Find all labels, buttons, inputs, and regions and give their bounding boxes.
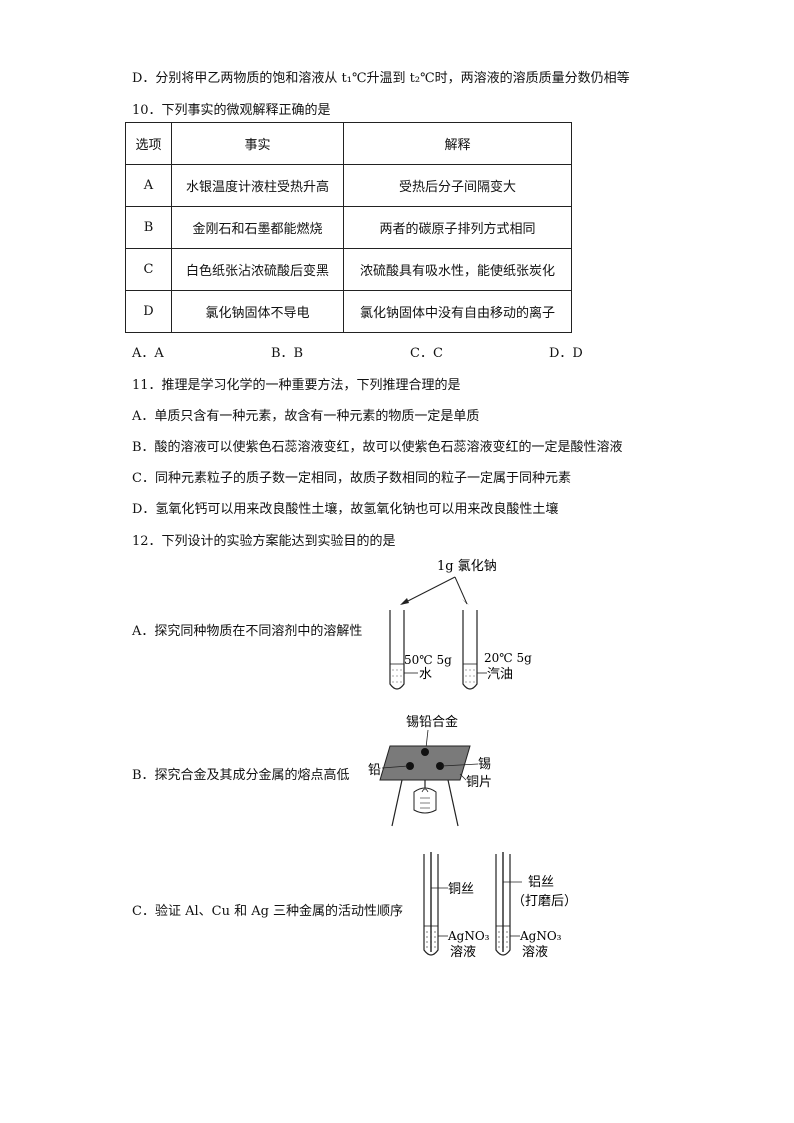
q10-answer-a: A．A	[132, 346, 164, 361]
q11-option-c: C．同种元素粒子的质子数一定相同，故质子数相同的粒子一定属于同种元素	[132, 471, 571, 486]
table-row: B 金刚石和石墨都能燃烧 两者的碳原子排列方式相同	[125, 206, 572, 249]
right-test-tube	[462, 610, 478, 690]
table-cell: B	[125, 206, 172, 249]
q10-stem: 10．下列事实的微观解释正确的是	[132, 103, 331, 118]
left-condition-label: 50℃ 5g	[404, 653, 452, 667]
left-test-tube	[389, 610, 405, 690]
table-cell: 金刚石和石墨都能燃烧	[171, 206, 344, 249]
table-cell: A	[125, 164, 172, 207]
table-row: D 氯化钠固体不导电 氯化钠固体中没有自由移动的离子	[125, 290, 572, 333]
metal-activity-diagram: 铜丝 AgNO₃ 溶液 铝丝 （打磨后） AgNO₃ 溶液	[423, 852, 577, 960]
test-tubes-diagram: 1g 氯化钠 50℃ 5g 水 20℃ 5g 汽油	[389, 559, 532, 690]
table-header: 事实	[171, 122, 344, 165]
q10-answer-d: D．D	[549, 346, 583, 361]
table-row: C 白色纸张沾浓硫酸后变黑 浓硫酸具有吸水性，能使纸张炭化	[125, 248, 572, 291]
water-label: 水	[419, 667, 432, 682]
alloy-melting-diagram: 锡铅合金 铅 锡 铜片	[368, 714, 492, 827]
q10-answer-c: C．C	[410, 346, 443, 361]
q10-answer-b: B．B	[271, 346, 304, 361]
table-cell: 两者的碳原子排列方式相同	[343, 206, 572, 249]
table-cell: C	[125, 248, 172, 291]
q12-option-c: C．验证 Al、Cu 和 Ag 三种金属的活动性顺序	[132, 904, 404, 919]
q12-option-b: B．探究合金及其成分金属的熔点高低	[132, 768, 350, 783]
q11-option-d: D．氢氧化钙可以用来改良酸性土壤，故氢氧化钠也可以用来改良酸性土壤	[132, 502, 559, 517]
table-cell: 受热后分子间隔变大	[343, 164, 572, 207]
q12-option-a: A．探究同种物质在不同溶剂中的溶解性	[132, 624, 363, 639]
aluminum-wire-label: 铝丝	[528, 875, 554, 890]
q11-option-b: B．酸的溶液可以使紫色石蕊溶液变红，故可以使紫色石蕊溶液变红的一定是酸性溶液	[132, 440, 623, 455]
table-cell: 氯化钠固体中没有自由移动的离子	[343, 290, 572, 333]
left-tube	[423, 854, 439, 956]
silver-nitrate-label-2: AgNO₃	[519, 929, 562, 943]
copper-wire-label: 铜丝	[448, 882, 474, 897]
q11-option-a: A．单质只含有一种元素，故含有一种元素的物质一定是单质	[132, 409, 480, 424]
q12-stem: 12．下列设计的实验方案能达到实验目的的是	[132, 534, 396, 549]
q11-stem: 11．推理是学习化学的一种重要方法，下列推理合理的是	[132, 378, 461, 393]
alcohol-lamp	[413, 787, 437, 814]
copper-plate	[379, 745, 471, 781]
q9-option-d: D．分别将甲乙两物质的饱和溶液从 t₁℃升温到 t₂℃时，两溶液的溶质质量分数仍…	[132, 71, 630, 86]
lead-label: 铅	[368, 763, 381, 778]
table-header: 选项	[125, 122, 172, 165]
table-cell: 氯化钠固体不导电	[171, 290, 344, 333]
right-tube	[495, 854, 511, 956]
table-header-row: 选项 事实 解释	[125, 122, 572, 165]
polished-note-label: （打磨后）	[512, 894, 577, 909]
table-row: A 水银温度计液柱受热升高 受热后分子间隔变大	[125, 164, 572, 207]
silver-nitrate-label-1: AgNO₃	[447, 929, 490, 943]
solution-label-2: 溶液	[522, 945, 548, 960]
table-cell: 水银温度计液柱受热升高	[171, 164, 344, 207]
table-cell: 白色纸张沾浓硫酸后变黑	[171, 248, 344, 291]
table-header: 解释	[343, 122, 572, 165]
tin-label: 锡	[478, 757, 491, 772]
table-cell: 浓硫酸具有吸水性，能使纸张炭化	[343, 248, 572, 291]
solution-label-1: 溶液	[450, 945, 476, 960]
gasoline-label: 汽油	[487, 667, 513, 682]
table-cell: D	[125, 290, 172, 333]
sodium-chloride-label: 1g 氯化钠	[437, 559, 497, 574]
alloy-label: 锡铅合金	[406, 714, 458, 730]
plate-label: 铜片	[466, 775, 492, 790]
q10-table: 选项 事实 解释 A 水银温度计液柱受热升高 受热后分子间隔变大 B 金刚石和石…	[125, 122, 572, 333]
right-condition-label: 20℃ 5g	[484, 651, 532, 665]
